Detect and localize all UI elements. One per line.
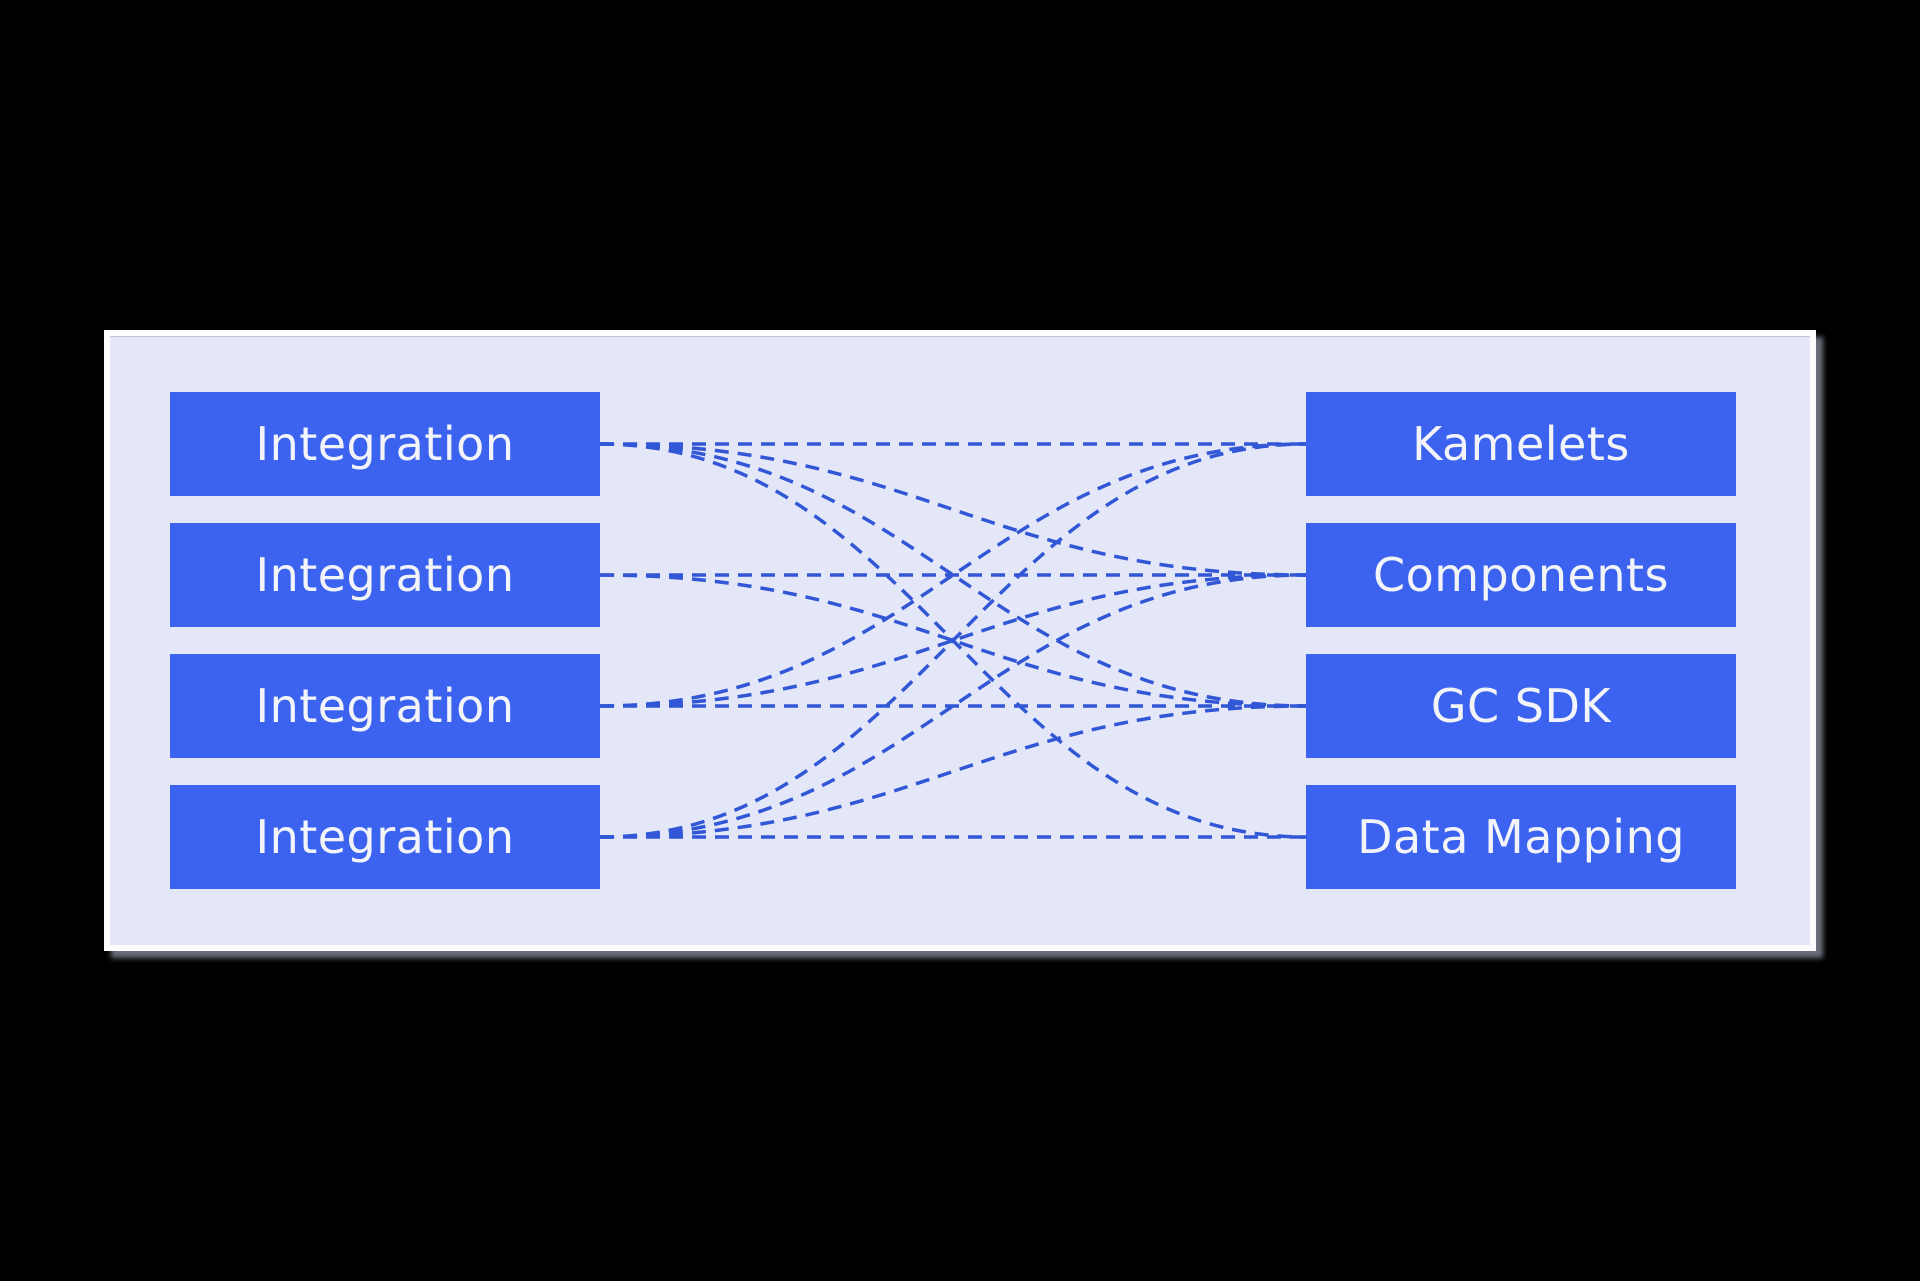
node-label: Integration xyxy=(255,417,515,471)
link-integration-4-to-gc-sdk xyxy=(599,704,1307,839)
node-components: Components xyxy=(1306,523,1736,627)
node-integration-1: Integration xyxy=(170,392,600,496)
node-label: GC SDK xyxy=(1430,679,1612,733)
link-integration-1-to-gc-sdk xyxy=(599,442,1307,708)
link-integration-2-to-gc-sdk xyxy=(599,573,1307,708)
node-label: Data Mapping xyxy=(1357,810,1685,864)
link-integration-1-to-components xyxy=(599,442,1307,577)
node-kamelets: Kamelets xyxy=(1306,392,1736,496)
node-gc-sdk: GC SDK xyxy=(1306,654,1736,758)
node-data-mapping: Data Mapping xyxy=(1306,785,1736,889)
node-label: Kamelets xyxy=(1412,417,1630,471)
node-integration-2: Integration xyxy=(170,523,600,627)
node-label: Components xyxy=(1372,548,1670,602)
link-integration-4-to-components xyxy=(599,573,1307,839)
node-label: Integration xyxy=(255,810,515,864)
panel-inner-edge xyxy=(110,336,1810,337)
link-integration-4-to-kamelets xyxy=(599,442,1307,839)
node-label: Integration xyxy=(255,548,515,602)
node-integration-3: Integration xyxy=(170,654,600,758)
link-integration-3-to-kamelets xyxy=(599,442,1307,708)
node-integration-4: Integration xyxy=(170,785,600,889)
node-label: Integration xyxy=(255,679,515,733)
link-integration-3-to-components xyxy=(599,573,1307,708)
